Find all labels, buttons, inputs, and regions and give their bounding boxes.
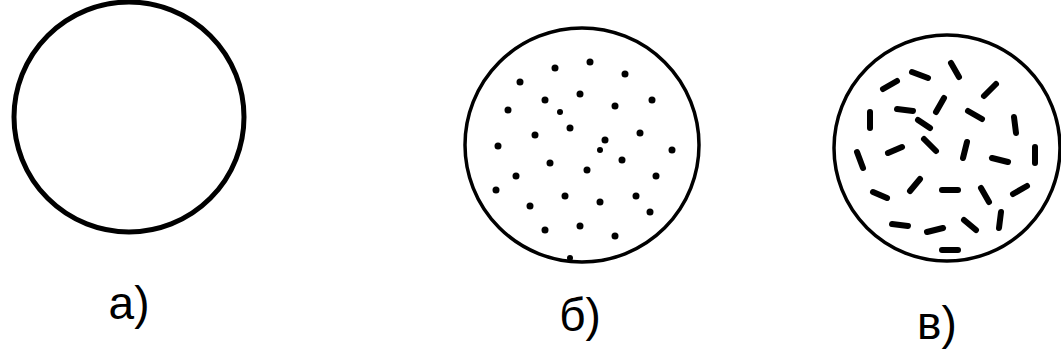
empty-circle	[14, 2, 244, 232]
figure-label: а)	[109, 280, 150, 326]
rod-circle	[834, 35, 1060, 261]
figure-label: в)	[917, 300, 957, 346]
figure-label: б)	[559, 292, 601, 338]
dotted-circle	[465, 28, 699, 262]
